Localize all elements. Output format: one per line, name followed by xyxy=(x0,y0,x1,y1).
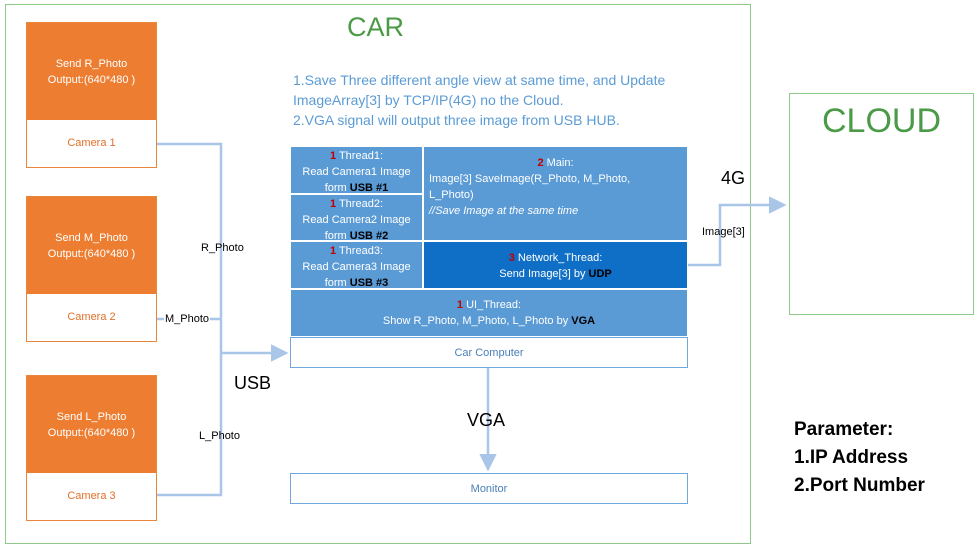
parameter-ip-address: 1.IP Address xyxy=(794,447,909,468)
monitor-box: Monitor xyxy=(290,473,688,504)
camera-2-box: Send M_Photo Output:(640*480 ) Camera 2 xyxy=(26,196,157,342)
car-frame xyxy=(5,4,751,544)
network-thread-box: 3 Network_Thread: Send Image[3] by UDP xyxy=(423,241,688,289)
ui-thread-box: 1 UI_Thread: Show R_Photo, M_Photo, L_Ph… xyxy=(290,289,688,337)
image3-label: Image[3] xyxy=(702,226,745,238)
main-box: 2 Main: Image[3] SaveImage(R_Photo, M_Ph… xyxy=(423,146,688,241)
cloud-box xyxy=(789,93,974,315)
vga-label: VGA xyxy=(467,410,506,430)
camera1-line xyxy=(157,142,223,353)
thread2-box: 1 Thread2: Read Camera2 Image form USB #… xyxy=(290,194,423,242)
car-title: CAR xyxy=(346,12,404,42)
car-computer-box: Car Computer xyxy=(290,337,688,368)
camera-2-label: Camera 2 xyxy=(67,311,116,323)
usb-label: USB xyxy=(234,373,272,393)
l-photo-label: L_Photo xyxy=(199,430,240,442)
camera3-line xyxy=(157,353,223,497)
thread3-box: 1 Thread3: Read Camera3 Image form USB #… xyxy=(290,241,423,289)
camera-3-output: Send L_Photo Output:(640*480 ) xyxy=(27,376,156,473)
4g-label: 4G xyxy=(721,168,746,188)
note-line-3: 2.VGA signal will output three image fro… xyxy=(293,112,620,128)
cloud-title: CLOUD xyxy=(821,102,942,140)
thread1-box: 1 Thread1: Read Camera1 Image form USB #… xyxy=(290,146,423,194)
parameter-title: Parameter: xyxy=(794,419,894,440)
camera-2-output: Send M_Photo Output:(640*480 ) xyxy=(27,197,156,294)
camera-3-box: Send L_Photo Output:(640*480 ) Camera 3 xyxy=(26,375,157,521)
r-photo-label: R_Photo xyxy=(201,242,244,254)
m-photo-label: M_Photo xyxy=(164,313,211,325)
camera-1-output: Send R_Photo Output:(640*480 ) xyxy=(27,23,156,120)
parameter-port-number: 2.Port Number xyxy=(794,475,925,496)
note-line-2: ImageArray[3] by TCP/IP(4G) no the Cloud… xyxy=(293,92,564,108)
camera-1-box: Send R_Photo Output:(640*480 ) Camera 1 xyxy=(26,22,157,168)
note-line-1: 1.Save Three different angle view at sam… xyxy=(293,72,666,88)
camera-1-label: Camera 1 xyxy=(67,137,116,149)
4g-arrow xyxy=(688,196,787,267)
camera-3-label: Camera 3 xyxy=(67,490,116,502)
